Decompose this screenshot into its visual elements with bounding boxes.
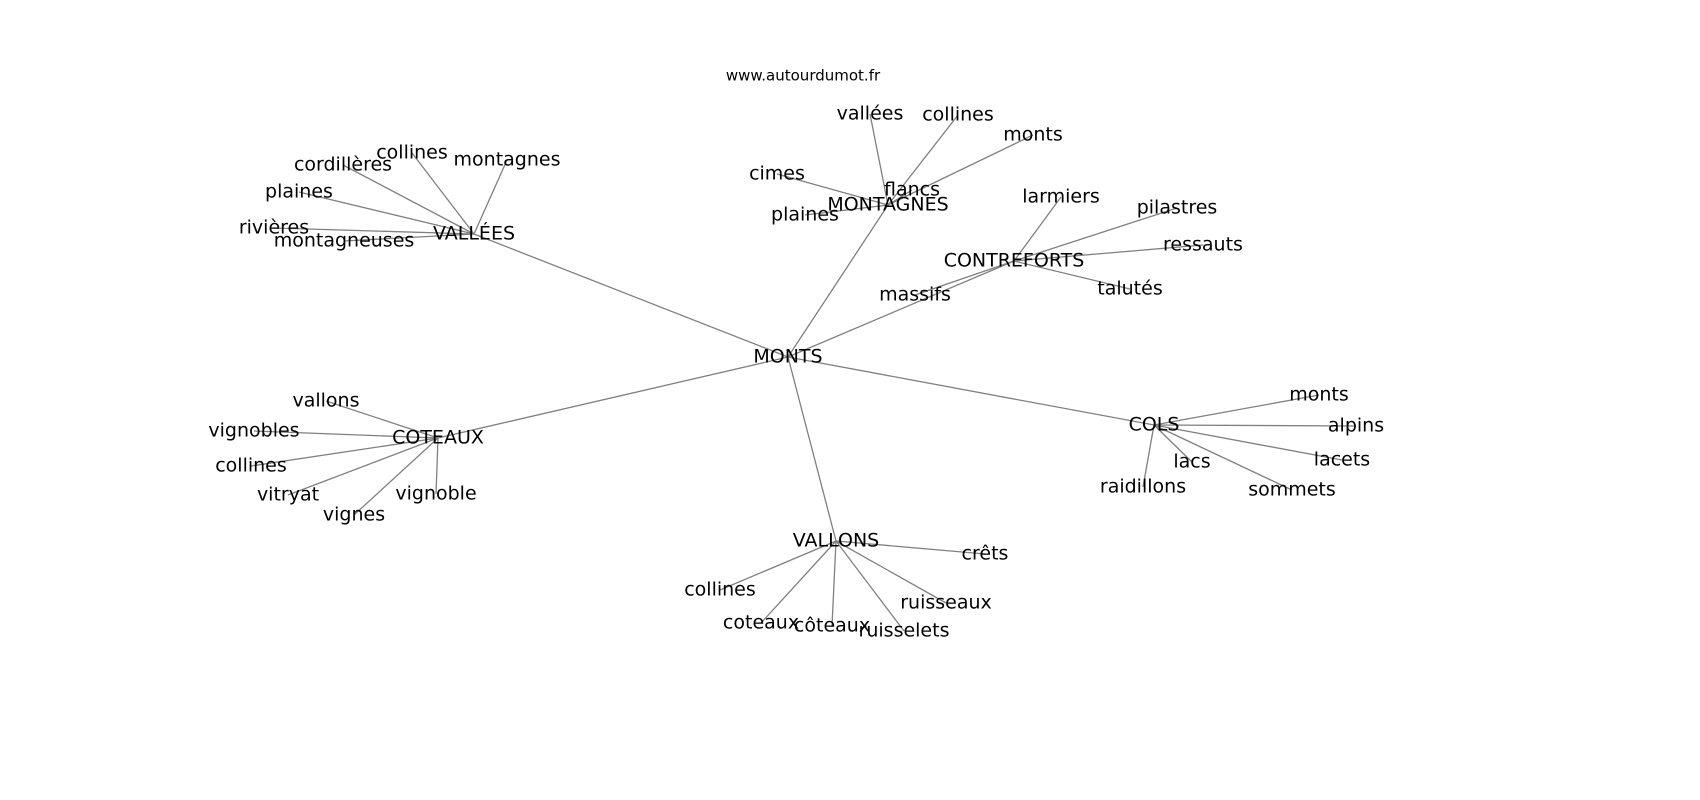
related-word-node[interactable]: rivières [239, 217, 309, 239]
related-word-node[interactable]: larmiers [1022, 186, 1100, 208]
edge-hub-to-word [1153, 424, 1193, 463]
edge-hub-to-word [473, 159, 508, 235]
related-word-node[interactable]: vitryat [257, 484, 319, 506]
hub-word-node[interactable]: CONTREFORTS [944, 250, 1085, 272]
related-word-node[interactable]: côteaux [794, 615, 870, 637]
edge-hub-to-word [353, 437, 439, 516]
edge-hub-to-word [298, 191, 475, 235]
edge-root-to-hub [437, 356, 789, 439]
edge-hub-to-word [776, 173, 889, 206]
hub-word-node[interactable]: COTEAUX [392, 427, 484, 449]
edge-hub-to-word [1013, 260, 1131, 290]
related-word-node[interactable]: ruisselets [859, 620, 950, 642]
edge-hub-to-word [250, 437, 439, 467]
edge-hub-to-word [719, 540, 837, 591]
related-word-node[interactable]: cimes [749, 163, 805, 185]
edge-hub-to-word [411, 152, 475, 235]
edge-root-to-hub [787, 356, 837, 542]
related-word-node[interactable]: collines [215, 455, 287, 477]
edge-hub-to-word [435, 437, 439, 495]
edge-hub-to-word [914, 260, 1015, 296]
edge-hub-to-word [835, 540, 947, 604]
edge-hub-to-word [1013, 196, 1062, 262]
watermark-text: www.autourdumot.fr [726, 67, 881, 85]
related-word-node[interactable]: vignoble [395, 483, 476, 505]
edge-hub-to-word [1153, 394, 1320, 426]
related-word-node[interactable]: collines [684, 579, 756, 601]
edge-hub-to-word [1153, 424, 1357, 427]
edge-hub-to-word [325, 400, 439, 439]
edge-hub-to-word [835, 540, 986, 555]
related-word-node[interactable]: vignobles [208, 420, 299, 442]
related-word-node[interactable]: plaines [771, 204, 839, 226]
related-word-node[interactable]: raidillons [1100, 476, 1186, 498]
related-word-node[interactable]: flancs [884, 179, 940, 201]
related-word-node[interactable]: talutés [1097, 278, 1162, 300]
related-word-node[interactable]: cordillères [294, 154, 392, 176]
edge-root-to-hub [787, 260, 1015, 358]
edge-hub-to-word [253, 430, 439, 439]
edges-group [250, 113, 1357, 632]
edge-hub-to-word [342, 164, 475, 235]
edge-hub-to-word [1153, 424, 1293, 491]
related-word-node[interactable]: plaines [265, 181, 333, 203]
edge-root-to-hub [473, 233, 789, 358]
hub-word-node[interactable]: COLS [1129, 414, 1180, 436]
edge-hub-to-word [1013, 207, 1178, 262]
related-word-node[interactable]: collines [376, 142, 448, 164]
edge-hub-to-word [869, 113, 889, 206]
edge-hub-to-word [1013, 244, 1204, 262]
edge-hub-to-word [887, 114, 959, 206]
related-word-node[interactable]: vallons [292, 390, 359, 412]
related-word-node[interactable]: lacets [1314, 449, 1370, 471]
edge-hub-to-word [343, 233, 475, 242]
edge-hub-to-word [1153, 424, 1343, 461]
related-word-node[interactable]: pilastres [1137, 197, 1218, 219]
edge-hub-to-word [887, 189, 913, 206]
related-word-node[interactable]: ruisseaux [900, 592, 992, 614]
hub-word-node[interactable]: VALLONS [793, 530, 880, 552]
edge-root-to-hub [787, 356, 1155, 426]
edge-hub-to-word [887, 134, 1034, 206]
edge-hub-to-word [760, 540, 837, 624]
hub-word-node[interactable]: MONTAGNES [827, 194, 948, 216]
root-word-node[interactable]: MONTS [753, 346, 822, 368]
related-word-node[interactable]: ressauts [1163, 234, 1243, 256]
edge-hub-to-word [1142, 424, 1155, 488]
edge-hub-to-word [273, 227, 475, 235]
related-word-node[interactable]: vallées [837, 103, 904, 125]
related-word-node[interactable]: montagnes [454, 149, 561, 171]
edge-hub-to-word [835, 540, 905, 632]
related-word-node[interactable]: coteaux [723, 612, 799, 634]
edge-hub-to-word [831, 540, 837, 627]
hub-word-node[interactable]: VALLÉES [433, 222, 515, 245]
related-word-node[interactable]: collines [922, 104, 994, 126]
edge-root-to-hub [787, 204, 889, 358]
related-word-node[interactable]: montagneuses [274, 230, 415, 252]
related-word-node[interactable]: massifs [879, 284, 951, 306]
related-word-node[interactable]: sommets [1248, 479, 1336, 501]
related-word-node[interactable]: monts [1003, 124, 1063, 146]
related-word-node[interactable]: crêts [962, 543, 1009, 565]
labels-group: MONTS VALLÉES collines montagnes cordillères… [208, 103, 1384, 642]
edge-hub-to-word [287, 437, 439, 496]
edge-hub-to-word [804, 204, 889, 216]
related-word-node[interactable]: vignes [323, 504, 385, 526]
related-word-node[interactable]: alpins [1328, 415, 1384, 437]
related-word-node[interactable]: lacs [1173, 451, 1210, 473]
related-word-node[interactable]: monts [1289, 384, 1349, 406]
